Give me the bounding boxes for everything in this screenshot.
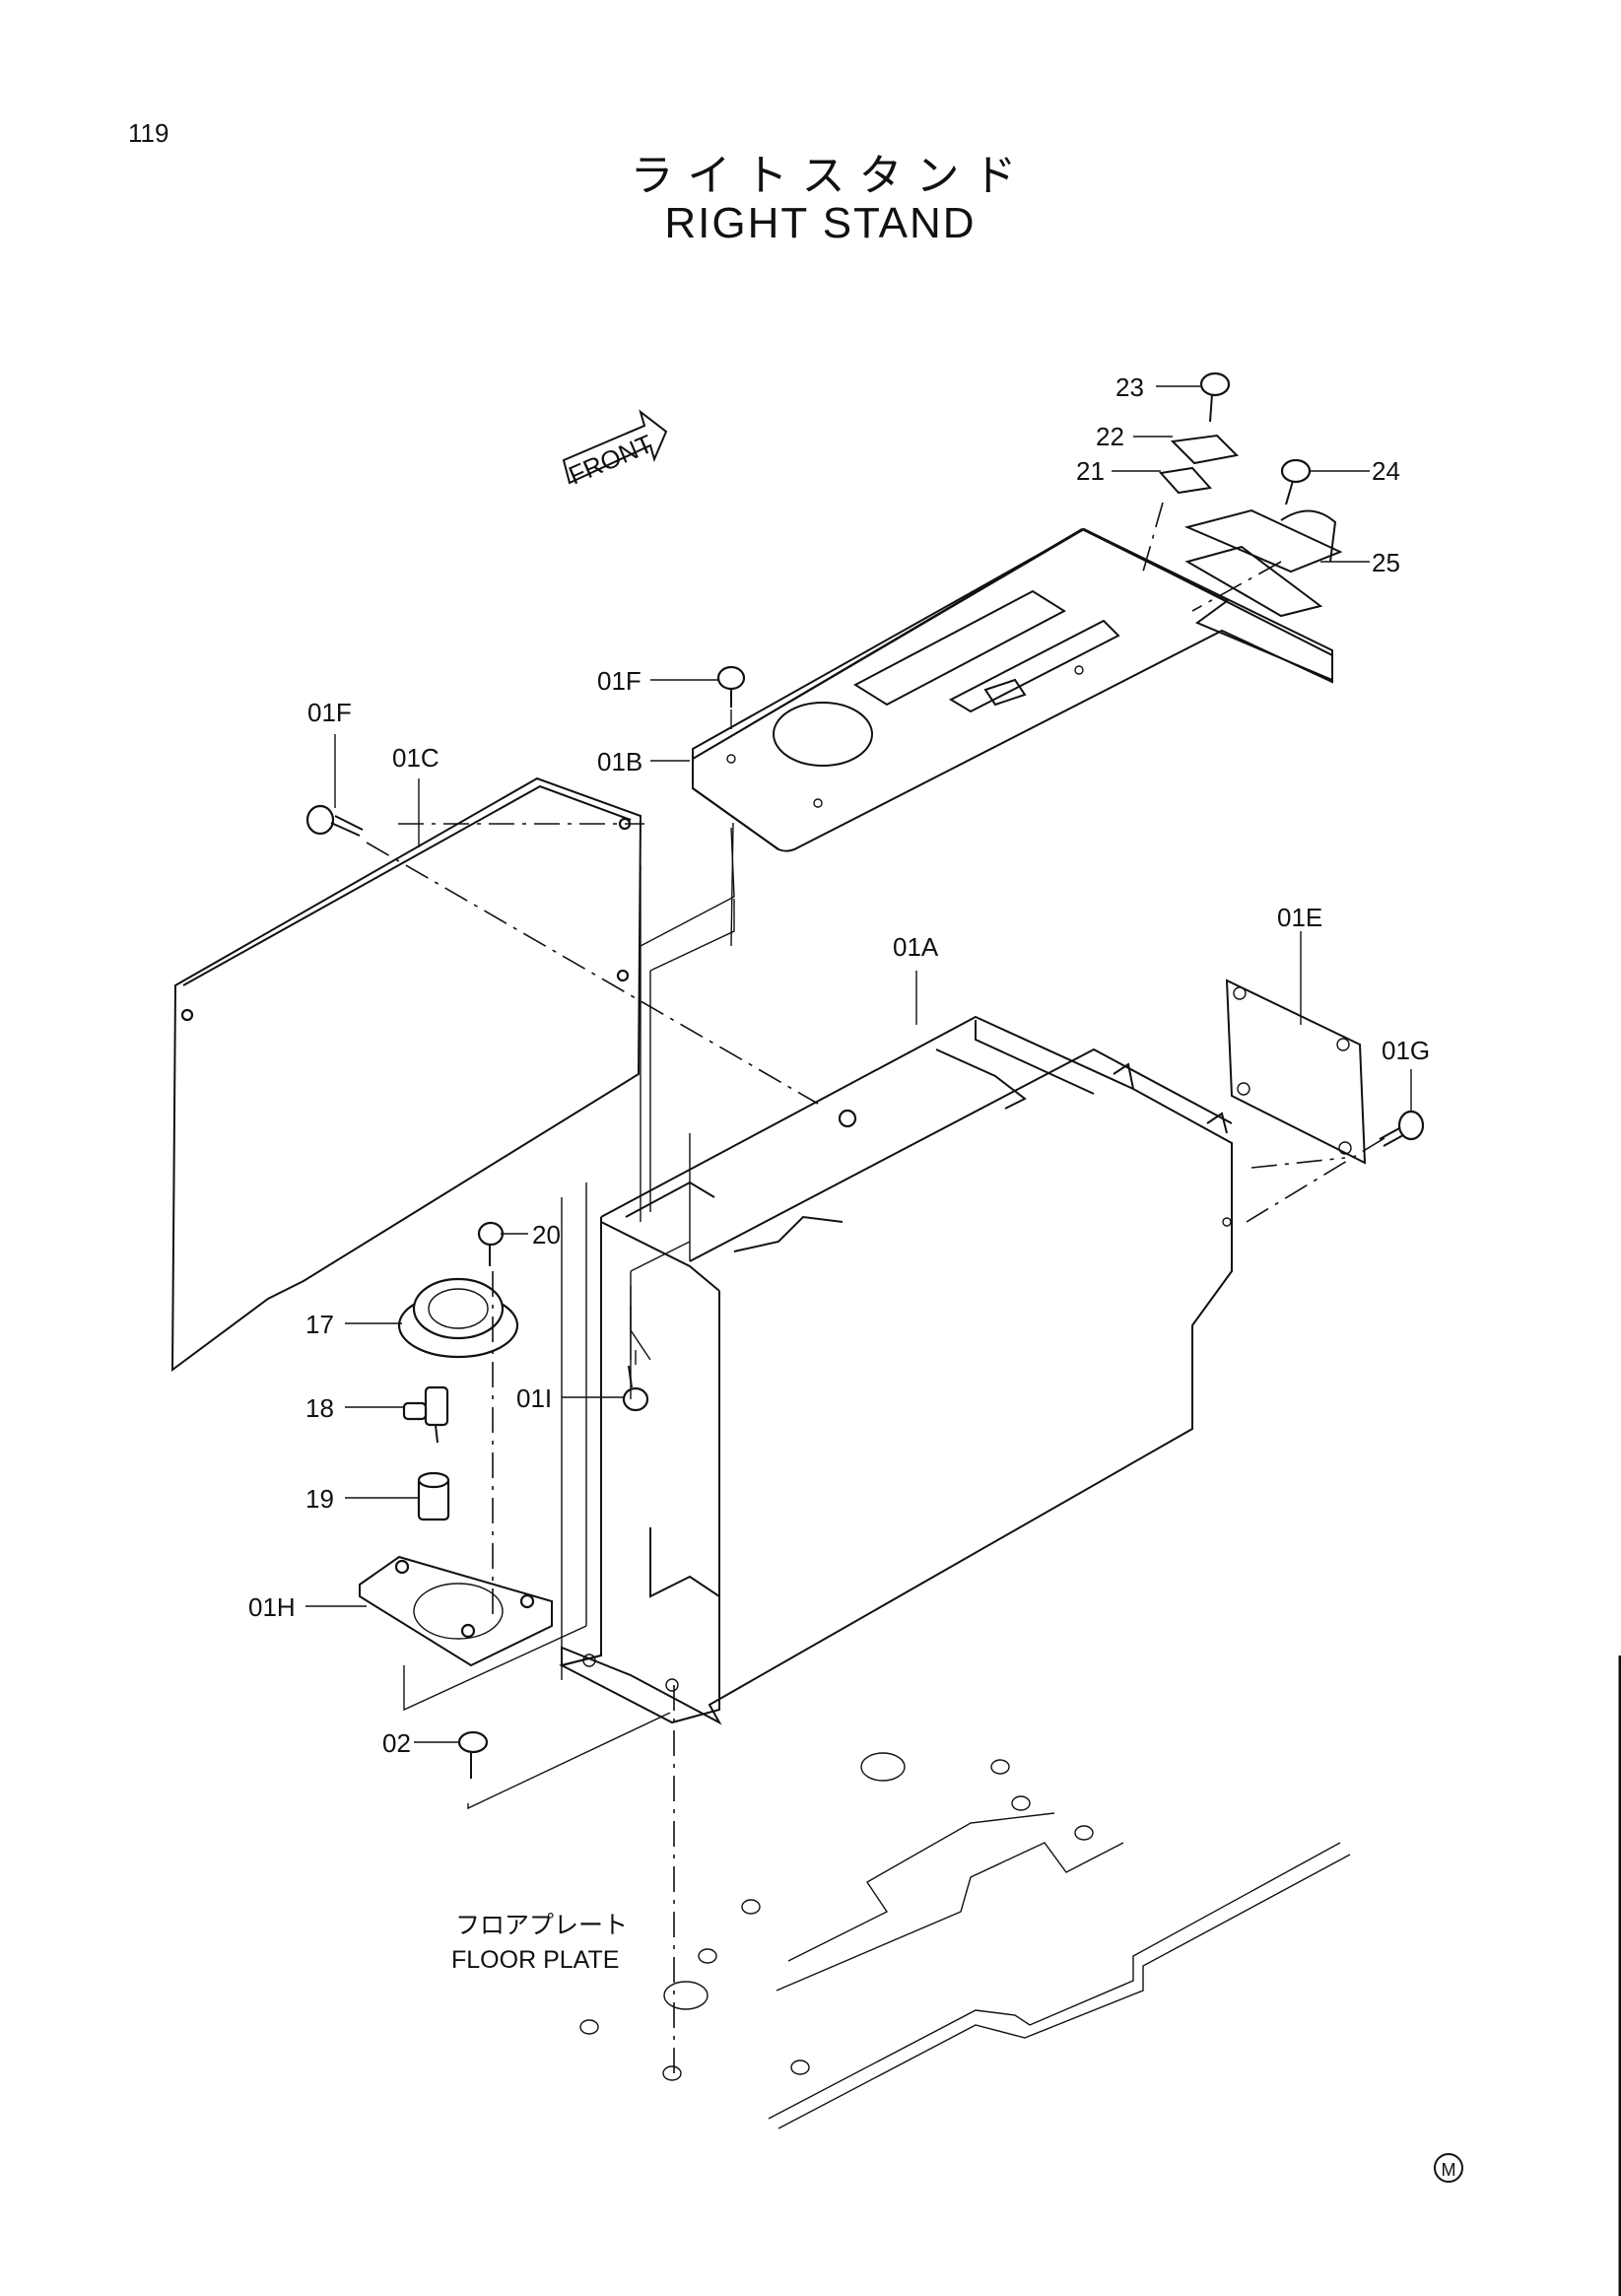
page-number: 119 <box>128 118 169 148</box>
floor-plate-label-jp: フロアプレート <box>455 1912 628 1939</box>
callout-01F-top: 01F <box>597 666 642 696</box>
screw-24-icon <box>1280 458 1312 506</box>
callout-01E: 01E <box>1277 903 1322 932</box>
main-body-01A <box>559 1015 1233 1725</box>
nut-19-icon <box>417 1471 450 1521</box>
callout-17: 17 <box>305 1310 334 1339</box>
callout-01C: 01C <box>392 743 439 773</box>
side-plate-01E <box>1225 979 1367 1165</box>
front-label: FRONT <box>565 429 657 491</box>
callout-01F-left: 01F <box>307 698 352 727</box>
top-cover-01B <box>692 527 1333 852</box>
callout-01B: 01B <box>597 747 642 777</box>
callout-21: 21 <box>1076 456 1105 486</box>
callout-01G: 01G <box>1382 1036 1430 1065</box>
screw-01I-icon <box>622 1365 649 1412</box>
screw-01F-left-icon <box>305 804 364 837</box>
bracket-01H <box>359 1555 553 1667</box>
callout-18: 18 <box>305 1393 334 1423</box>
callout-23: 23 <box>1115 372 1144 402</box>
callout-01H: 01H <box>248 1592 296 1622</box>
callout-22: 22 <box>1096 422 1124 451</box>
bolt-02-icon <box>457 1730 489 1779</box>
corner-mark-icon: M <box>1434 2153 1463 2183</box>
screw-23-icon <box>1199 371 1231 423</box>
callout-20: 20 <box>532 1220 561 1249</box>
left-cover-01C <box>170 777 642 1372</box>
callout-24: 24 <box>1372 456 1400 486</box>
front-arrow-icon: FRONT <box>562 409 668 491</box>
assembly-lines <box>366 502 1385 2079</box>
floor-plate-outline <box>579 1752 1351 2129</box>
callout-19: 19 <box>305 1484 334 1514</box>
screw-20-icon <box>477 1221 505 1266</box>
hinge-assembly <box>1159 434 1343 618</box>
leader-lines <box>305 385 1412 1743</box>
screw-01F-top-icon <box>716 665 746 729</box>
callout-01A: 01A <box>893 932 939 962</box>
horn-17-icon <box>397 1277 519 1359</box>
screw-01G-icon <box>1379 1110 1425 1147</box>
callout-01I: 01I <box>516 1384 552 1413</box>
callout-25: 25 <box>1372 548 1400 577</box>
callout-02: 02 <box>382 1728 411 1758</box>
fitting-18-icon <box>402 1385 449 1444</box>
title-english: RIGHT STAND <box>664 199 977 247</box>
floor-plate-label-en: FLOOR PLATE <box>451 1946 619 1974</box>
title-japanese: ライトスタンド <box>630 152 1031 200</box>
corner-mark-letter: M <box>1442 2160 1456 2180</box>
